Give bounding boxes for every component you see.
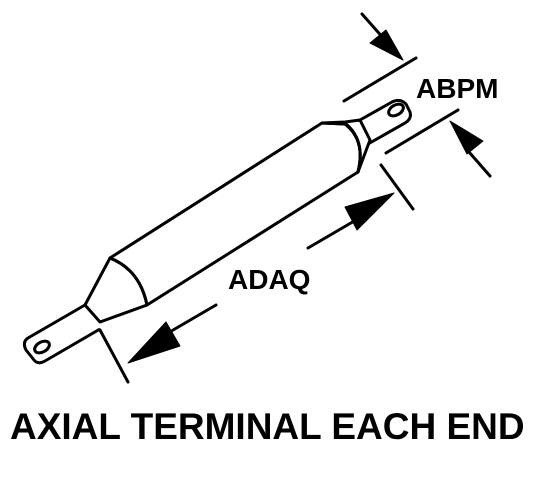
diameter-arrowhead-lower <box>449 120 484 155</box>
length-extension-line-right <box>379 163 415 211</box>
length-arrowhead-right <box>344 192 395 231</box>
right-terminal-tab <box>359 98 412 146</box>
diagram-caption: AXIAL TERMINAL EACH END <box>10 406 525 447</box>
length-arrowhead-left <box>127 321 181 364</box>
left-terminal-tab <box>22 303 101 365</box>
diameter-dimension: ABPM <box>342 12 498 178</box>
diameter-arrowhead-upper <box>369 29 404 61</box>
length-label: ADAQ <box>228 264 310 295</box>
length-dimension: ADAQ <box>98 163 415 384</box>
length-dimension-line-right <box>306 218 358 250</box>
length-extension-line-left <box>98 328 130 384</box>
diameter-extension-line-upper <box>342 56 418 103</box>
diameter-label: ABPM <box>416 73 498 104</box>
resistor-body <box>83 118 372 324</box>
left-terminal-hole <box>33 339 51 355</box>
length-dimension-line-left <box>166 303 218 335</box>
diameter-leader-lower <box>467 150 492 178</box>
right-terminal-hole <box>387 102 405 118</box>
diameter-extension-line-lower <box>384 108 460 155</box>
